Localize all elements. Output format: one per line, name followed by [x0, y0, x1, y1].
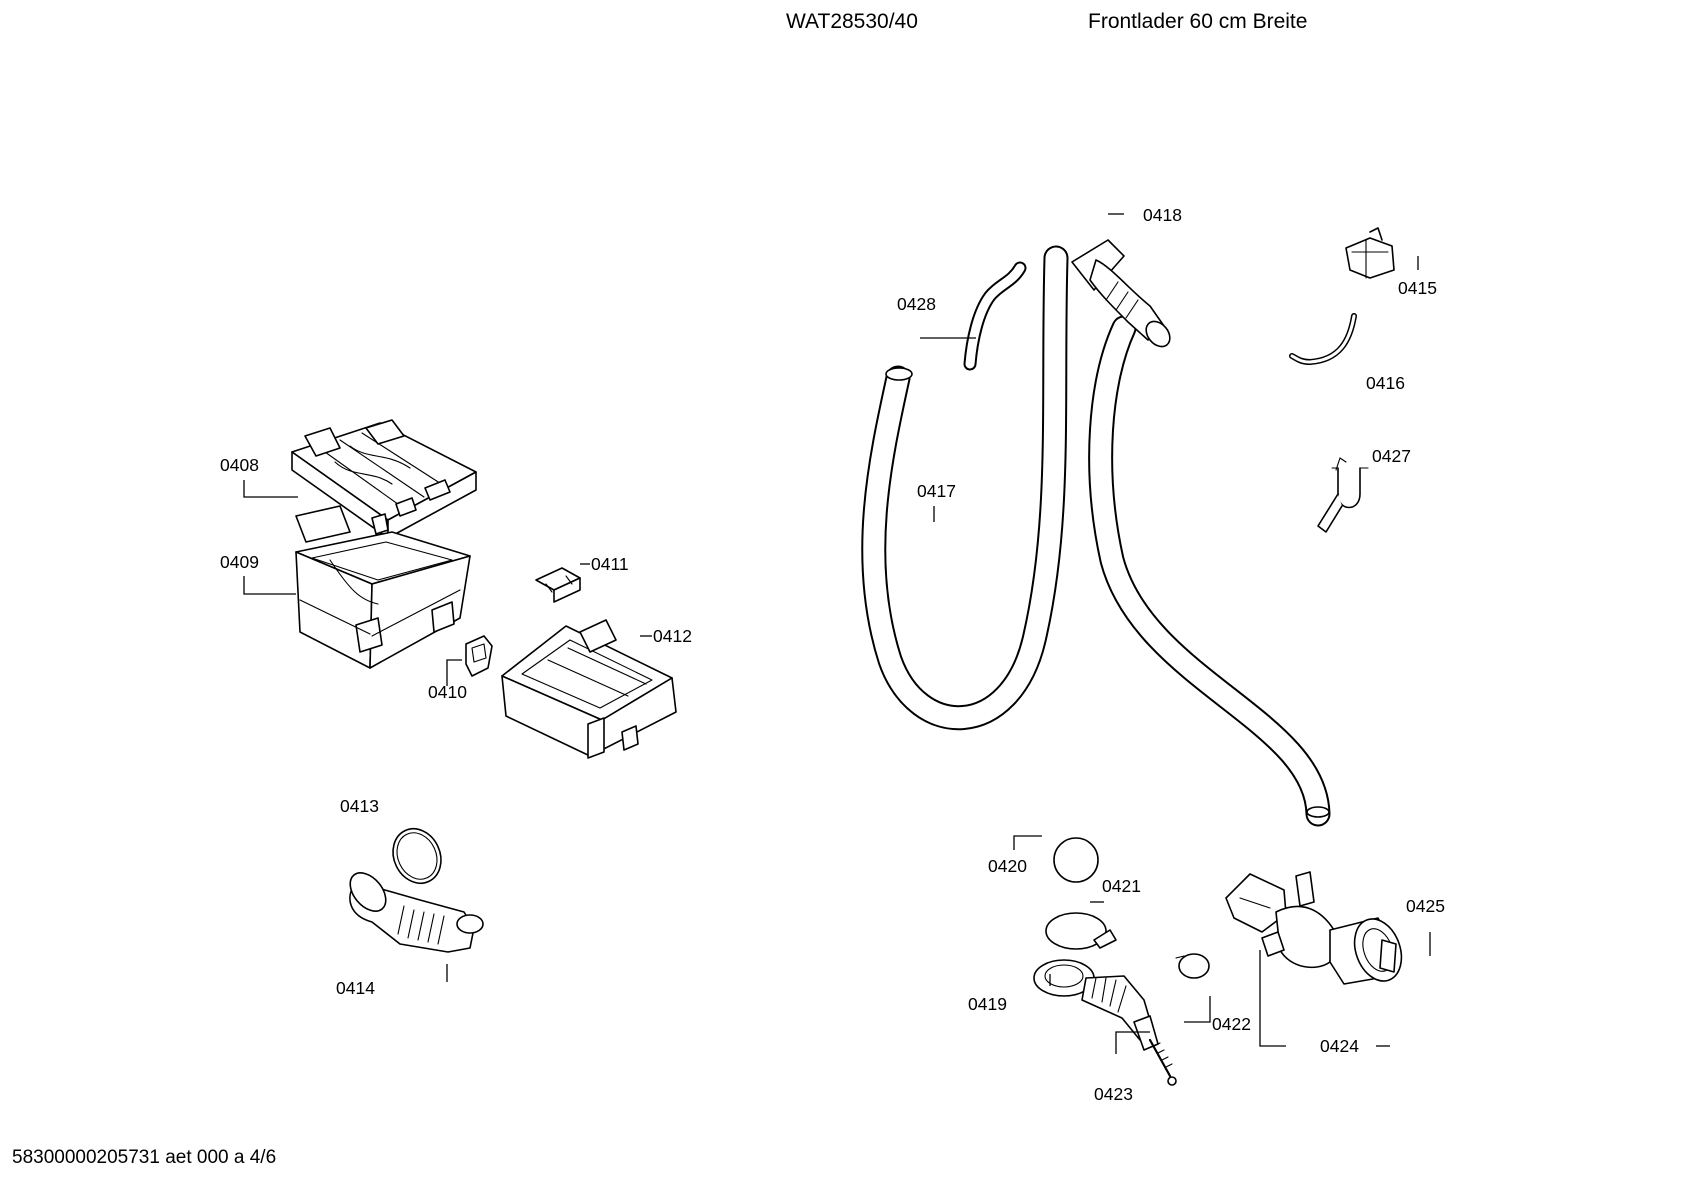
part-0427-bracket[interactable]: [1317, 457, 1369, 533]
label-0421: 0421: [1102, 876, 1141, 896]
part-0424-0425-drain-pump[interactable]: [1225, 871, 1410, 988]
label-0422: 0422: [1212, 1014, 1251, 1034]
label-0416: 0416: [1366, 373, 1405, 393]
part-0420-cap[interactable]: [1053, 837, 1099, 883]
label-0415: 0415: [1398, 278, 1437, 298]
part-0419-pump-bellows[interactable]: [1033, 959, 1159, 1051]
label-0427: 0427: [1372, 446, 1411, 466]
label-0419: 0419: [968, 994, 1007, 1014]
part-0418-hose-connector[interactable]: [1071, 239, 1175, 351]
part-0409-dispenser-housing[interactable]: [295, 505, 471, 669]
label-0410: 0410: [428, 682, 467, 702]
label-0424: 0424: [1320, 1036, 1359, 1056]
appliance-description: Frontlader 60 cm Breite: [1088, 10, 1308, 33]
part-0413-sealing-ring[interactable]: [384, 821, 449, 891]
document-id: 58300000205731 aet 000 a 4/6: [12, 1147, 277, 1168]
label-0414: 0414: [336, 978, 375, 998]
label-0412: 0412: [653, 626, 692, 646]
label-0428: 0428: [897, 294, 936, 314]
part-0417-drain-hose[interactable]: [861, 245, 1331, 827]
part-0416-vent-hose[interactable]: [1289, 313, 1357, 365]
label-0417: 0417: [917, 481, 956, 501]
part-0410-siphon-cap[interactable]: [465, 635, 493, 677]
part-0412-detergent-drawer[interactable]: [501, 619, 677, 759]
label-0423: 0423: [1094, 1084, 1133, 1104]
part-0411-clip[interactable]: [535, 567, 581, 603]
part-0422-small-clamp[interactable]: [1175, 953, 1210, 979]
model-number: WAT28530/40: [786, 10, 918, 33]
leader-lines: [243, 213, 1431, 1054]
part-0408-dispenser-lid[interactable]: [291, 419, 477, 539]
part-0428-short-hose[interactable]: [963, 261, 1027, 371]
label-0425: 0425: [1406, 896, 1445, 916]
part-0414-bellows-hose[interactable]: [343, 866, 484, 953]
part-0423-screw[interactable]: [1148, 1038, 1177, 1086]
label-0408: 0408: [220, 455, 259, 475]
part-0421-hose-clamp[interactable]: [1045, 912, 1117, 950]
part-0415-pressure-switch[interactable]: [1345, 227, 1395, 279]
label-0413: 0413: [340, 796, 379, 816]
label-0418: 0418: [1143, 205, 1182, 225]
label-0420: 0420: [988, 856, 1027, 876]
label-0411: 0411: [591, 554, 629, 574]
label-0409: 0409: [220, 552, 259, 572]
